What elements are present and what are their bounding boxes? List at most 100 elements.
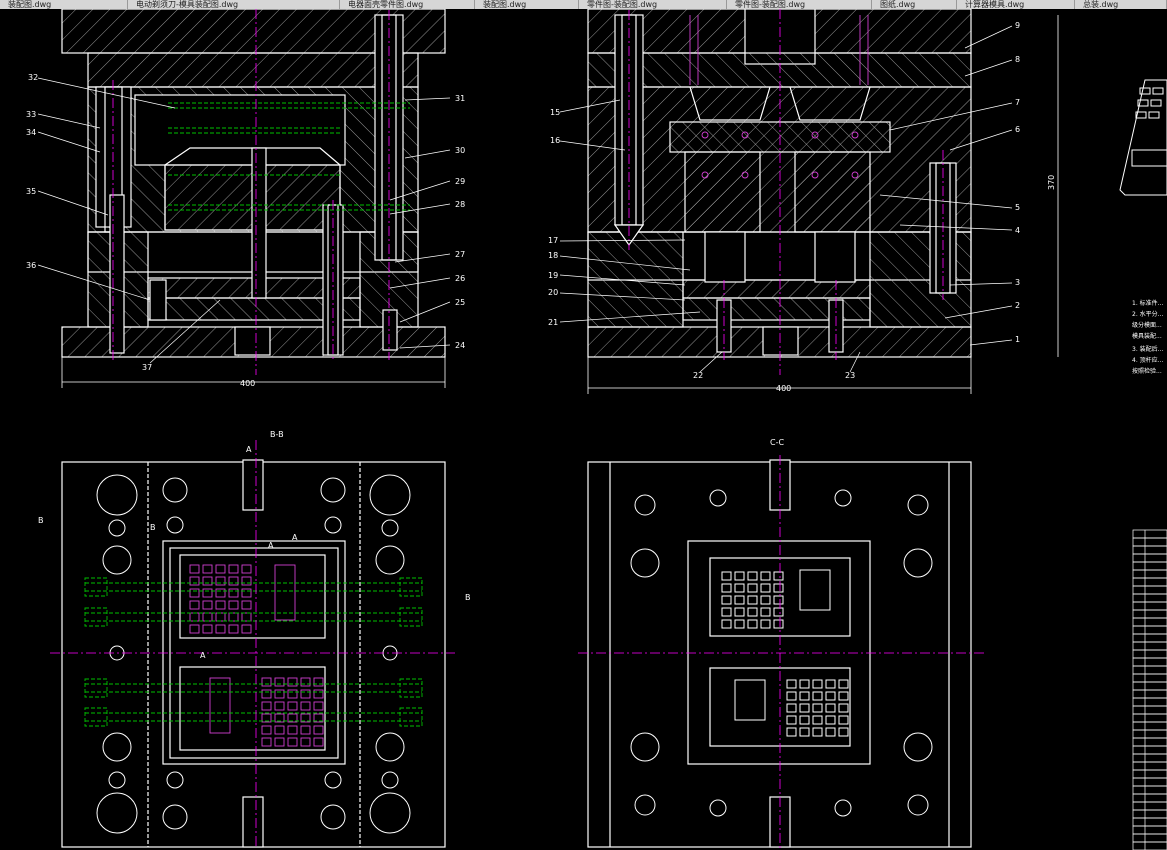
table-row	[1132, 625, 1167, 635]
table-row	[1132, 769, 1167, 779]
table-row	[1132, 689, 1167, 699]
key-cavity	[799, 691, 810, 701]
callout-label: 27	[455, 250, 465, 259]
key-cavity	[261, 725, 272, 735]
key-cavity	[799, 679, 810, 689]
key-cavity	[313, 725, 324, 735]
key-cavity	[721, 583, 732, 593]
table-row	[1132, 657, 1167, 667]
table-row	[1132, 777, 1167, 787]
hole	[907, 794, 929, 816]
document-tab[interactable]: 零件图-装配图.dwg	[727, 0, 872, 9]
plan-left-keys	[189, 564, 324, 747]
section-mark: A	[200, 651, 206, 660]
parts-list-table	[1132, 529, 1167, 850]
key-cavity	[799, 727, 810, 737]
key-cavity	[721, 607, 732, 617]
key-cavity	[274, 713, 285, 723]
note-line: 级分模面...	[1132, 321, 1162, 329]
key-cavity	[189, 600, 200, 610]
callout-label: 22	[693, 371, 703, 380]
key-cavity	[274, 701, 285, 711]
key-cavity	[760, 583, 771, 593]
key-cavity	[773, 583, 784, 593]
hole	[375, 545, 405, 575]
hole	[324, 771, 342, 789]
table-row	[1132, 809, 1167, 819]
callout-label: 2	[1015, 301, 1020, 310]
key-cavity	[300, 725, 311, 735]
key-cavity	[274, 689, 285, 699]
key-cavity	[838, 691, 849, 701]
hole	[96, 474, 138, 516]
key-cavity	[287, 725, 298, 735]
front-section-view-left	[61, 9, 446, 388]
callout-label: 26	[455, 274, 465, 283]
table-row	[1132, 593, 1167, 603]
table-row	[1132, 561, 1167, 571]
key-cavity	[228, 624, 239, 634]
document-tab[interactable]: 装配图.dwg	[475, 0, 579, 9]
document-tab[interactable]: 装配图.dwg	[0, 0, 128, 9]
key-cavity	[189, 564, 200, 574]
key-cavity	[202, 624, 213, 634]
key-cavity	[189, 576, 200, 586]
table-row	[1132, 705, 1167, 715]
callout-label: 29	[455, 177, 465, 186]
part-detail-view	[1119, 79, 1167, 196]
key-cavity	[261, 737, 272, 747]
table-row	[1132, 681, 1167, 691]
callout-label: 5	[1015, 203, 1020, 212]
callout-label: 37	[142, 363, 152, 372]
table-row	[1132, 553, 1167, 563]
key-cavity	[786, 715, 797, 725]
leader-lines-left	[37, 77, 451, 364]
key-cavity	[287, 677, 298, 687]
document-tab[interactable]: 电动剃须刀-模具装配图.dwg	[128, 0, 340, 9]
table-row	[1132, 753, 1167, 763]
key-cavity	[773, 595, 784, 605]
key-cavity	[300, 713, 311, 723]
table-row	[1132, 793, 1167, 803]
view-title: B-B	[270, 430, 284, 439]
key-cavity	[799, 715, 810, 725]
table-row	[1132, 649, 1167, 659]
document-tab[interactable]: 图纸.dwg	[872, 0, 957, 9]
table-row	[1132, 761, 1167, 771]
key-cavity	[825, 703, 836, 713]
key-cavity	[825, 691, 836, 701]
hole	[634, 794, 656, 816]
document-tab[interactable]: 计算器模具.dwg	[957, 0, 1075, 9]
key-cavity	[313, 701, 324, 711]
hole	[166, 516, 184, 534]
key-cavity	[287, 701, 298, 711]
section-labels-plan-right: C-C	[770, 438, 784, 447]
table-row	[1132, 825, 1167, 835]
plan-left-holes	[96, 474, 411, 834]
key-cavity	[300, 677, 311, 687]
hole	[907, 494, 929, 516]
key-cavity	[760, 619, 771, 629]
hole	[630, 732, 660, 762]
key-cavity	[215, 588, 226, 598]
document-tab[interactable]: 电器面壳零件图.dwg	[340, 0, 475, 9]
key-cavity	[241, 576, 252, 586]
key-cavity	[215, 600, 226, 610]
section-mark: A	[246, 445, 252, 454]
display-cavity	[274, 564, 296, 621]
cad-drawing-canvas[interactable]: 32 33 34 35 36 37 31 30 29 28 27 26 25 2…	[0, 9, 1167, 850]
key-cavity	[189, 624, 200, 634]
key-cavity	[241, 600, 252, 610]
hole	[96, 792, 138, 834]
table-row	[1132, 537, 1167, 547]
view-title: C-C	[770, 438, 784, 447]
section-mark: B	[38, 516, 44, 525]
document-tab[interactable]: 总装.dwg	[1075, 0, 1167, 9]
callout-label: 23	[845, 371, 855, 380]
callout-label: 28	[455, 200, 465, 209]
centerlines-plan-right	[578, 455, 985, 848]
section-mark: B	[150, 523, 156, 532]
section-mark: A	[292, 533, 298, 542]
centerlines-right	[628, 9, 944, 375]
document-tab[interactable]: 零件图-装配图.dwg	[579, 0, 727, 9]
